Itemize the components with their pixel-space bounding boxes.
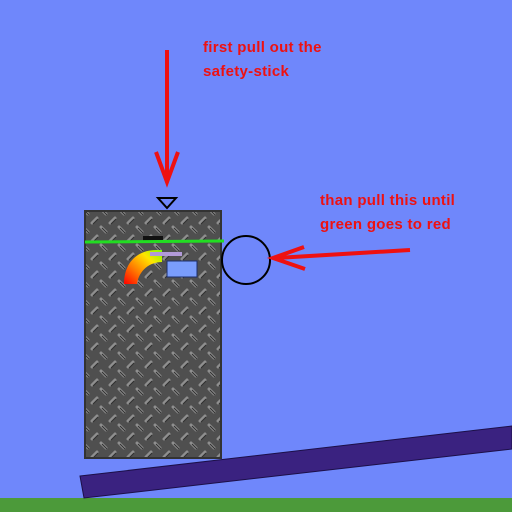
trigger-block[interactable]	[166, 260, 198, 278]
instruction-step-1: first pull out the safety-stick	[203, 39, 322, 80]
triangle-pin-icon[interactable]	[155, 197, 179, 210]
gradient-gauge-icon	[124, 236, 163, 284]
ramp	[79, 425, 512, 499]
circle-handle-icon[interactable]	[221, 235, 271, 285]
tension-indicator-line	[84, 239, 225, 244]
arrow-left	[266, 245, 411, 271]
lever-bar	[150, 252, 182, 256]
crate	[84, 210, 222, 459]
instruction-step-2: than pull this until green goes to red	[320, 192, 456, 233]
arrow-down	[154, 50, 180, 188]
ground	[0, 498, 512, 512]
